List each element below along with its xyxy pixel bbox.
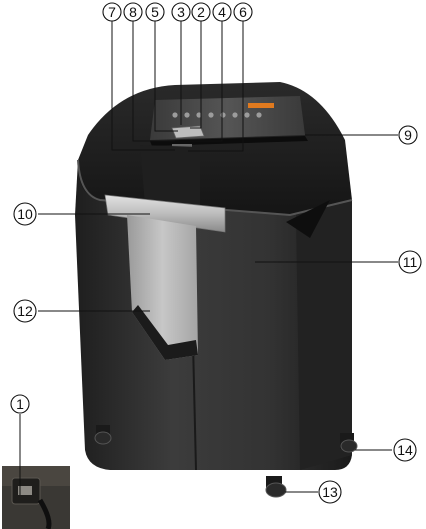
callout-1: 1 bbox=[10, 394, 30, 414]
callout-10-label: 10 bbox=[17, 206, 33, 222]
handle[interactable] bbox=[104, 194, 226, 233]
callout-9: 9 bbox=[398, 125, 418, 145]
callout-3-label: 3 bbox=[177, 4, 185, 20]
side-grip bbox=[286, 200, 330, 238]
callout-4: 4 bbox=[212, 2, 232, 22]
power-switch[interactable] bbox=[171, 125, 205, 139]
control-buttons bbox=[172, 112, 262, 118]
lid-rim bbox=[77, 159, 353, 217]
caster-back-right bbox=[340, 433, 358, 453]
callout-8-label: 8 bbox=[129, 4, 137, 20]
callout-13: 13 bbox=[318, 480, 342, 504]
callout-12: 12 bbox=[13, 299, 37, 323]
callout-2: 2 bbox=[191, 2, 211, 22]
shredder bbox=[75, 82, 358, 498]
callout-5: 5 bbox=[145, 2, 165, 22]
bin-side-panel bbox=[290, 165, 352, 470]
callout-6-label: 6 bbox=[239, 4, 247, 20]
callout-3: 3 bbox=[171, 2, 191, 22]
callout-14-label: 14 bbox=[397, 442, 413, 458]
inset-power-switch-photo bbox=[2, 466, 70, 529]
callout-8: 8 bbox=[123, 2, 143, 22]
callout-6: 6 bbox=[233, 2, 253, 22]
callout-9-label: 9 bbox=[404, 127, 412, 143]
callout-2-label: 2 bbox=[197, 4, 205, 20]
callout-4-label: 4 bbox=[218, 4, 226, 20]
callout-10: 10 bbox=[13, 202, 37, 226]
callout-12-label: 12 bbox=[17, 303, 33, 319]
callout-7: 7 bbox=[102, 2, 122, 22]
paper-slot bbox=[150, 136, 308, 146]
callout-1-label: 1 bbox=[16, 396, 24, 412]
cd-slot bbox=[172, 144, 192, 148]
callout-7-label: 7 bbox=[108, 4, 116, 20]
callout-14: 14 bbox=[393, 438, 417, 462]
callout-5-label: 5 bbox=[151, 4, 159, 20]
caster-front-right bbox=[265, 476, 287, 498]
callout-13-label: 13 bbox=[322, 484, 338, 500]
leader-lines bbox=[19, 21, 398, 495]
callout-11-label: 11 bbox=[403, 254, 418, 270]
bin-window-shadow bbox=[132, 305, 198, 360]
lid-front-wedge bbox=[140, 145, 200, 210]
callout-11: 11 bbox=[398, 250, 422, 274]
brand-badge bbox=[248, 103, 274, 108]
caster-front-left bbox=[94, 425, 112, 445]
control-panel bbox=[150, 96, 305, 140]
